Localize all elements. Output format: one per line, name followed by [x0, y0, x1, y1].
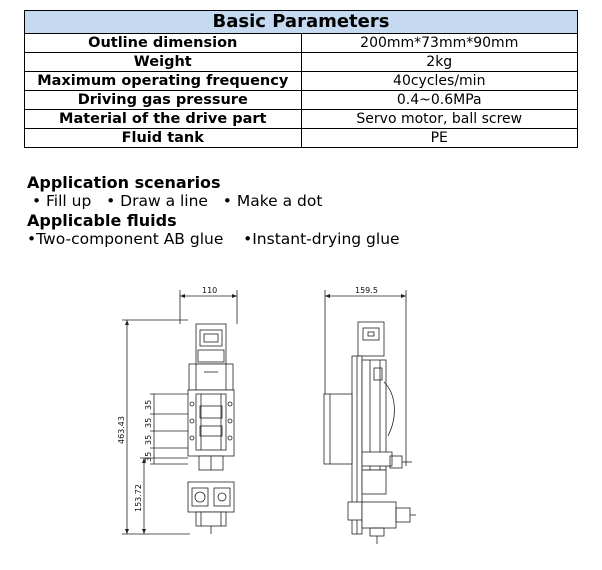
step-dimension: 35 [144, 418, 153, 428]
applications-section: Application scenarios • Fill up • Draw a… [27, 173, 400, 249]
param-key: Material of the drive part [24, 109, 302, 129]
scenario-item: • Fill up [31, 192, 92, 210]
total-height-dimension: 463.43 [117, 416, 126, 444]
param-value: 200mm*73mm*90mm [300, 33, 578, 53]
dimension-drawing: 110 159.5 463.43 153.72 35 35 35 35 [117, 286, 416, 544]
param-key: Outline dimension [24, 33, 302, 53]
front-view-drawing [122, 290, 238, 535]
param-value: PE [300, 128, 578, 148]
lower-height-dimension: 153.72 [134, 484, 143, 512]
table-row: Weight 2kg [24, 52, 578, 72]
front-width-dimension: 110 [202, 286, 217, 295]
table-row: Driving gas pressure 0.4~0.6MPa [24, 90, 578, 110]
side-view-drawing [323, 290, 416, 544]
fluid-item: •Two-component AB glue [27, 230, 224, 248]
table-row: Fluid tank PE [24, 128, 578, 148]
step-dimension: 35 [144, 452, 153, 462]
param-key: Driving gas pressure [24, 90, 302, 110]
param-key: Weight [24, 52, 302, 72]
table-row: Maximum operating frequency 40cycles/min [24, 71, 578, 91]
param-value: 40cycles/min [300, 71, 578, 91]
param-value: 0.4~0.6MPa [300, 90, 578, 110]
table-row: Outline dimension 200mm*73mm*90mm [24, 33, 578, 53]
table-row: Material of the drive part Servo motor, … [24, 109, 578, 129]
param-value: 2kg [300, 52, 578, 72]
applicable-fluids-heading: Applicable fluids [27, 211, 177, 230]
table-title: Basic Parameters [24, 10, 578, 34]
step-dimension: 35 [144, 400, 153, 410]
step-dimension: 35 [144, 435, 153, 445]
scenario-item: • Make a dot [222, 192, 323, 210]
application-scenarios-heading: Application scenarios [27, 173, 221, 192]
application-scenarios-list: • Fill up • Draw a line • Make a dot [27, 192, 400, 211]
param-value: Servo motor, ball screw [300, 109, 578, 129]
param-key: Maximum operating frequency [24, 71, 302, 91]
scenario-item: • Draw a line [106, 192, 208, 210]
fluid-item: •Instant-drying glue [243, 230, 400, 248]
dimension-arrows [125, 294, 406, 534]
table-title-row: Basic Parameters [24, 10, 578, 34]
param-key: Fluid tank [24, 128, 302, 148]
applicable-fluids-list: •Two-component AB glue •Instant-drying g… [27, 230, 400, 249]
basic-parameters-table: Basic Parameters Outline dimension 200mm… [24, 10, 578, 148]
side-width-dimension: 159.5 [355, 286, 378, 295]
technical-drawing: 110 159.5 463.43 153.72 35 35 35 35 [100, 276, 540, 566]
